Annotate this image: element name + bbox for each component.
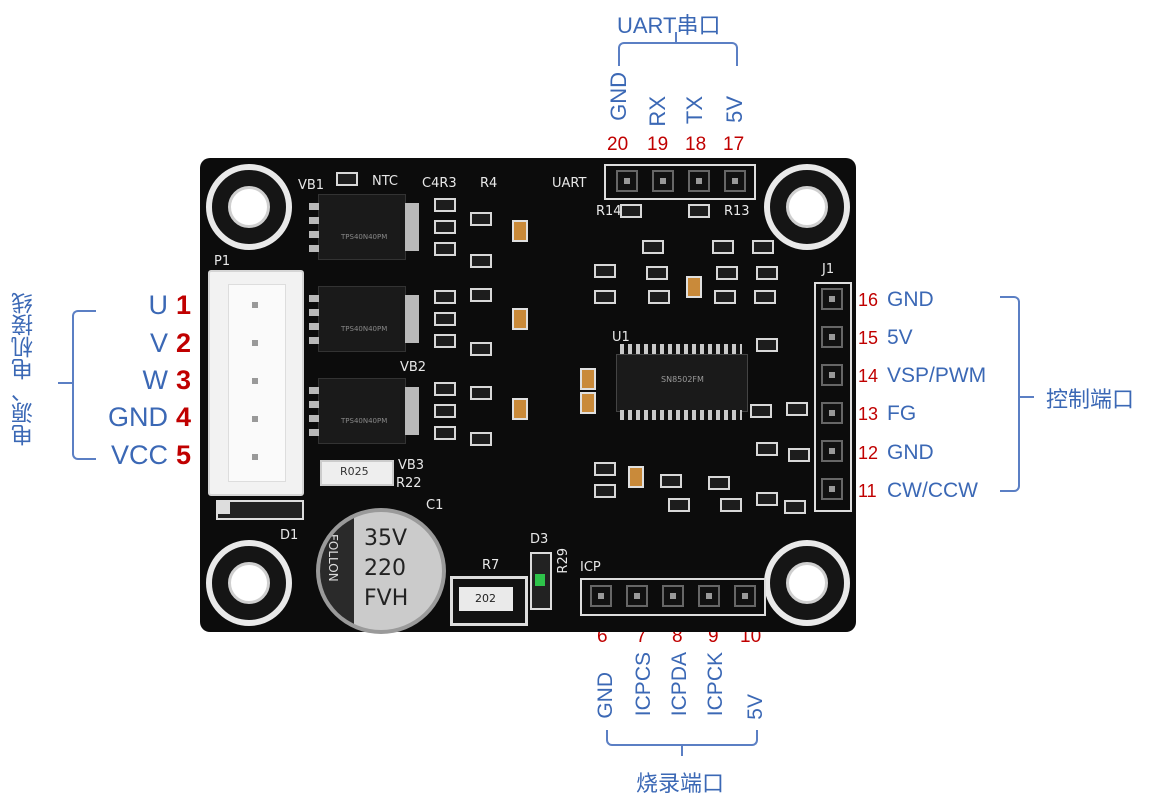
shunt-resistor: R025	[320, 460, 394, 486]
silk-p1: P1	[214, 254, 231, 269]
silk-d1: D1	[280, 528, 299, 543]
uart-pin-num-17: 17	[723, 134, 745, 155]
program-pin-label-icpck: ICPCK	[704, 652, 727, 717]
motor-pin-label-v: V	[149, 328, 168, 358]
motor-bracket	[72, 310, 96, 460]
uart-pin-label-tx: TX	[682, 96, 707, 125]
silk-r22: R22	[396, 476, 422, 491]
silk-vb3: VB3	[398, 458, 425, 473]
resistor-r7-label: 202	[475, 592, 496, 605]
program-bracket-tick	[681, 746, 683, 756]
silk-r29: R29	[556, 548, 571, 574]
program-title: 烧录端口	[636, 771, 725, 796]
uart-bracket	[618, 42, 738, 66]
cap-series: FVH	[364, 586, 409, 611]
program-pin-label-icpcs: ICPCS	[632, 652, 655, 717]
silk-vb2: VB2	[400, 360, 427, 375]
mosfet-2-label: TPS40N40PM	[341, 325, 388, 333]
silk-c4r3: C4R3	[422, 176, 457, 191]
control-pin-num-12: 12	[858, 443, 879, 463]
uart-pin-label-rx: RX	[645, 96, 670, 127]
uart-pin-label-5v: 5V	[722, 96, 747, 123]
control-pin-num-13: 13	[858, 404, 879, 424]
control-pin-label-cw-ccw: CW/CCW	[887, 479, 978, 502]
diode-d1	[216, 500, 304, 520]
mounting-hole-bottom-left	[206, 540, 292, 626]
motor-pin-label-vcc: VCC	[110, 440, 168, 470]
control-bracket-tick	[1020, 396, 1034, 398]
control-pin-label-fg: FG	[887, 402, 917, 425]
control-title: 控制端口	[1046, 387, 1135, 412]
silk-r7: R7	[482, 558, 500, 573]
silk-uart: UART	[552, 176, 587, 191]
mosfet-1: TPS40N40PM	[309, 194, 419, 260]
control-pin-label-5v: 5V	[887, 326, 913, 349]
control-bracket	[1000, 296, 1020, 492]
controller-ic: SN8502FM	[616, 354, 748, 412]
icp-header	[580, 578, 766, 616]
uart-pin-num-19: 19	[647, 134, 669, 155]
mosfet-1-label: TPS40N40PM	[341, 233, 388, 241]
control-pin-num-15: 15	[858, 328, 879, 348]
uart-title: UART串口	[617, 13, 721, 38]
uart-pin-num-18: 18	[685, 134, 707, 155]
program-pin-label-gnd: GND	[594, 672, 617, 719]
motor-pin-num-4: 4	[176, 402, 192, 432]
program-pin-label-icpda: ICPDA	[668, 652, 691, 717]
mounting-hole-top-left	[206, 164, 292, 250]
uart-pin-label-gnd: GND	[606, 72, 631, 121]
led-d3	[530, 552, 552, 610]
cap-value: 220	[364, 556, 406, 581]
silk-r4: R4	[480, 176, 498, 191]
pcb-board: VB1 NTC C4R3 R4 UART R14 R13 P1 J1 U1 VB…	[200, 158, 856, 634]
motor-connector	[208, 270, 304, 496]
control-pin-num-14: 14	[858, 366, 879, 386]
cap-voltage: 35V	[364, 526, 408, 551]
program-pin-label-5v: 5V	[744, 694, 767, 720]
motor-pin-label-gnd: GND	[108, 402, 168, 432]
silk-r13: R13	[724, 204, 750, 219]
silk-c1: C1	[426, 498, 444, 513]
control-header	[814, 282, 852, 512]
program-pin-num-6: 6	[597, 626, 608, 647]
silk-d3: D3	[530, 532, 549, 547]
silk-vb1: VB1	[298, 178, 325, 193]
controller-ic-pins-top	[620, 344, 742, 354]
controller-ic-pins-bottom	[620, 410, 742, 420]
motor-pin-num-2: 2	[176, 328, 192, 358]
mosfet-3-label: TPS40N40PM	[341, 417, 388, 425]
resistor-r7: 202	[450, 576, 528, 626]
electrolytic-capacitor: FOLLON 35V 220 FVH	[316, 508, 446, 634]
motor-pin-num-3: 3	[176, 365, 192, 395]
shunt-resistor-label: R025	[340, 465, 369, 478]
silk-u1: U1	[612, 330, 630, 345]
motor-bracket-tick	[58, 382, 72, 384]
silk-icp: ICP	[580, 560, 601, 575]
program-pin-num-7: 7	[636, 626, 647, 647]
control-pin-num-11: 11	[858, 481, 877, 501]
motor-pin-label-w: W	[142, 365, 168, 395]
control-pin-num-16: 16	[858, 290, 879, 310]
motor-pin-num-1: 1	[176, 290, 192, 320]
program-pin-num-8: 8	[672, 626, 683, 647]
control-pin-label-gnd: GND	[887, 288, 934, 311]
uart-bracket-tick	[675, 32, 677, 42]
silk-j1: J1	[822, 262, 835, 277]
program-bracket	[606, 730, 758, 746]
controller-ic-label: SN8502FM	[661, 375, 704, 384]
motor-pin-num-5: 5	[176, 440, 192, 470]
control-pin-label-vsp-pwm: VSP/PWM	[887, 364, 987, 387]
cap-brand: FOLLON	[326, 534, 340, 582]
control-pin-label-gnd-2: GND	[887, 441, 934, 464]
uart-pin-num-20: 20	[607, 134, 629, 155]
mosfet-3: TPS40N40PM	[309, 378, 419, 444]
mosfet-2: TPS40N40PM	[309, 286, 419, 352]
mounting-hole-top-right	[764, 164, 850, 250]
mounting-hole-bottom-right	[764, 540, 850, 626]
silk-r14: R14	[596, 204, 622, 219]
motor-pin-label-u: U	[148, 290, 169, 320]
uart-header	[604, 164, 756, 200]
program-pin-num-9: 9	[708, 626, 719, 647]
silk-ntc: NTC	[372, 174, 398, 189]
